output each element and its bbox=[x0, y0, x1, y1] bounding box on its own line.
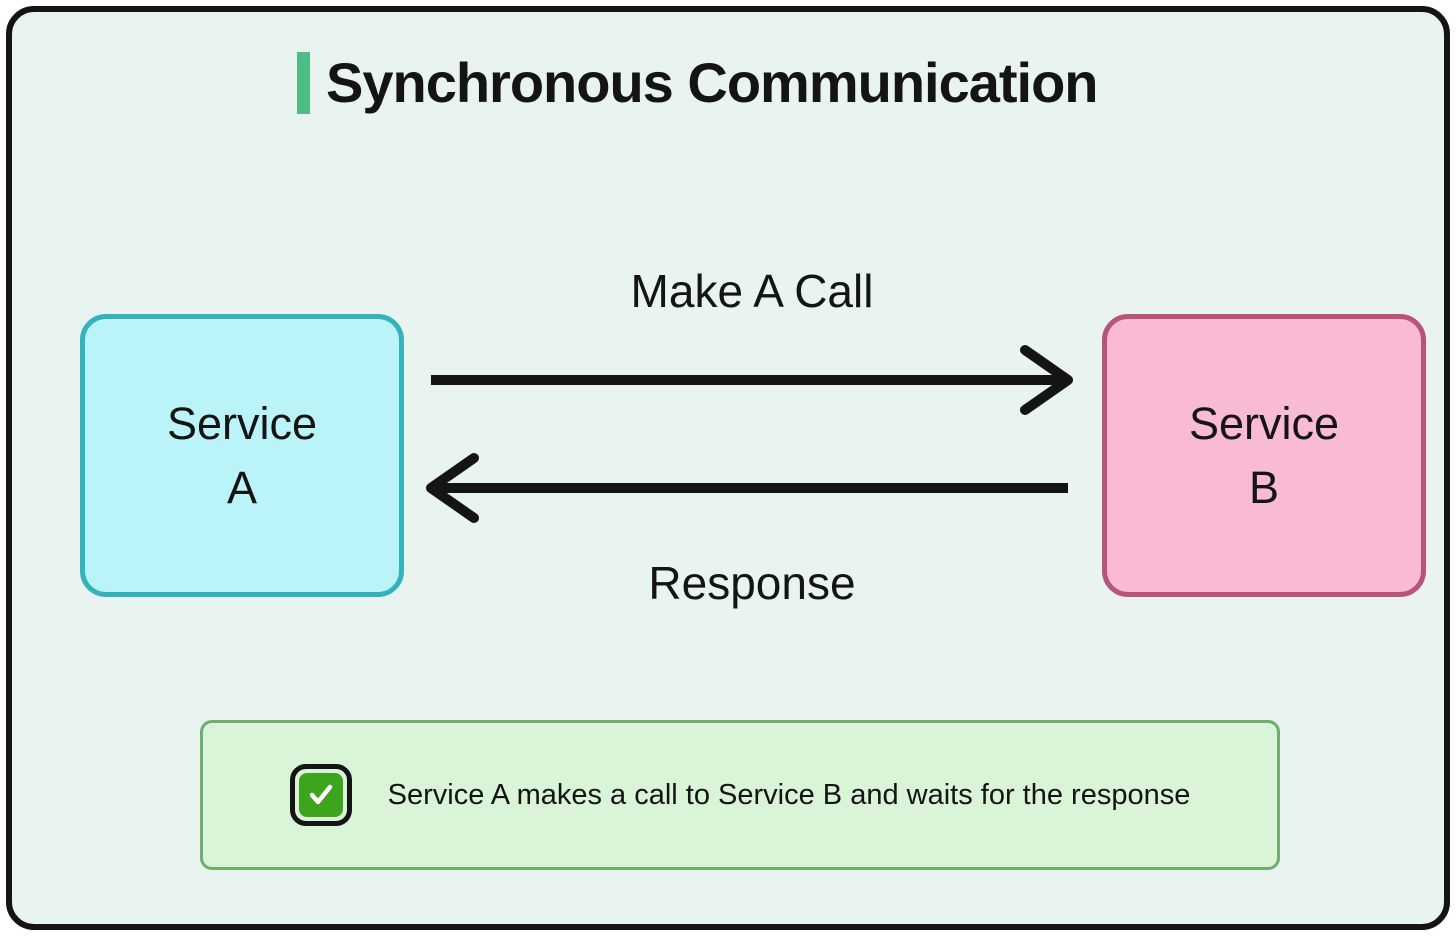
right-arrow-icon bbox=[431, 345, 1073, 415]
service-a-label-line1: Service bbox=[166, 397, 318, 449]
note-text: Service A makes a call to Service B and … bbox=[387, 778, 1191, 811]
service-a-label-line2: A bbox=[226, 461, 257, 513]
service-b-label-line2: B bbox=[1248, 461, 1279, 513]
check-icon-fill bbox=[298, 773, 343, 817]
check-icon bbox=[289, 764, 352, 826]
note-box: Service A makes a call to Service B and … bbox=[200, 720, 1280, 870]
diagram-canvas: Synchronous Communication Service A Serv… bbox=[6, 6, 1450, 930]
service-a-node: Service A bbox=[80, 314, 404, 597]
left-arrow-icon bbox=[426, 453, 1068, 523]
page-title: Synchronous Communication bbox=[326, 51, 1098, 114]
response-label: Response bbox=[648, 557, 856, 609]
title-row: Synchronous Communication bbox=[297, 52, 1098, 114]
service-b-label-line1: Service bbox=[1188, 397, 1340, 449]
title-accent-bar bbox=[297, 52, 310, 114]
service-b-node: Service B bbox=[1102, 314, 1426, 597]
checkmark-glyph bbox=[309, 784, 332, 805]
make-a-call-label: Make A Call bbox=[630, 265, 874, 317]
